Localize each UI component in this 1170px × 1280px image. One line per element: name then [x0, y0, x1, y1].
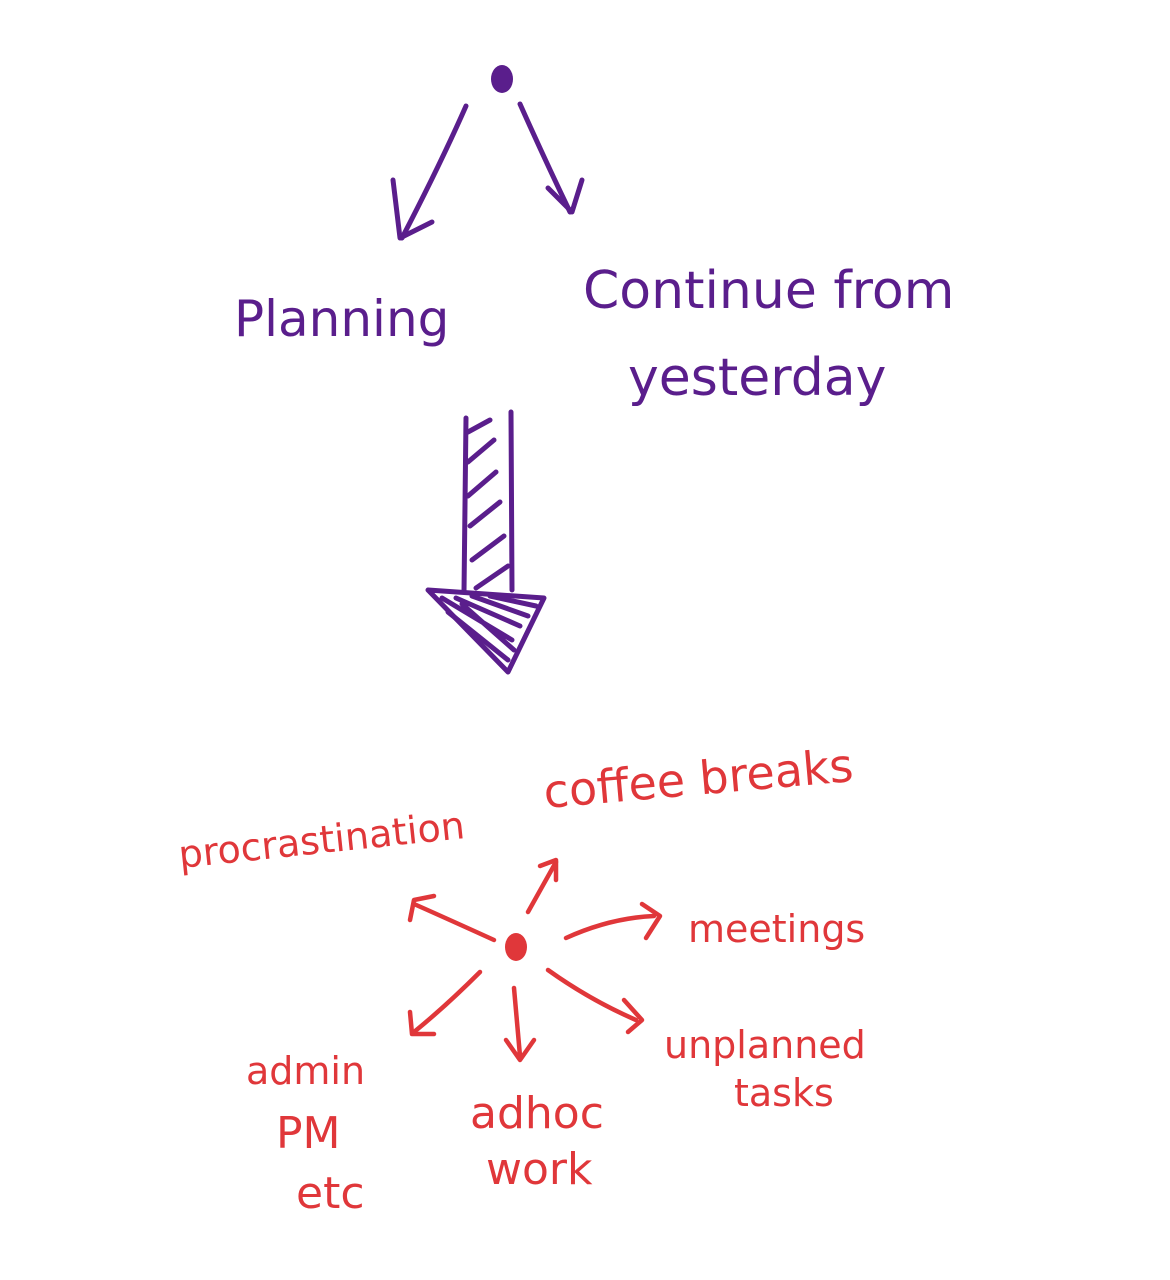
- arrow-to-planning: [390, 103, 469, 241]
- admin-label-line1: admin: [246, 1049, 365, 1093]
- arrow-to-meetings: [563, 901, 663, 941]
- unplanned-label-line1: unplanned: [664, 1023, 866, 1067]
- adhoc-label-line1: adhoc: [470, 1088, 604, 1139]
- bottom-diagram: coffee breaks procrastination meetings u…: [176, 738, 865, 1219]
- arrow-to-procrastination: [407, 893, 497, 943]
- arrow-to-adhoc: [503, 985, 537, 1063]
- arrow-to-unplanned: [545, 967, 645, 1035]
- top-start-dot: [491, 65, 513, 93]
- continue-label-line1: Continue from: [583, 261, 954, 321]
- meetings-label: meetings: [688, 907, 865, 951]
- arrow-to-admin: [407, 969, 483, 1037]
- arrow-to-continue: [517, 101, 585, 215]
- continue-label-line2: yesterday: [628, 348, 886, 408]
- coffee-breaks-label: coffee breaks: [541, 738, 855, 819]
- bottom-center-dot: [505, 933, 527, 961]
- big-down-arrow: [425, 409, 547, 675]
- unplanned-label-line2: tasks: [734, 1071, 834, 1115]
- admin-label-line3: etc: [296, 1168, 365, 1219]
- arrow-to-coffee: [525, 857, 559, 915]
- top-diagram: Planning Continue from yesterday: [234, 65, 954, 675]
- planning-label: Planning: [234, 290, 449, 348]
- procrastination-label: procrastination: [176, 803, 466, 877]
- admin-label-line2: PM: [276, 1108, 341, 1159]
- adhoc-label-line2: work: [486, 1144, 593, 1195]
